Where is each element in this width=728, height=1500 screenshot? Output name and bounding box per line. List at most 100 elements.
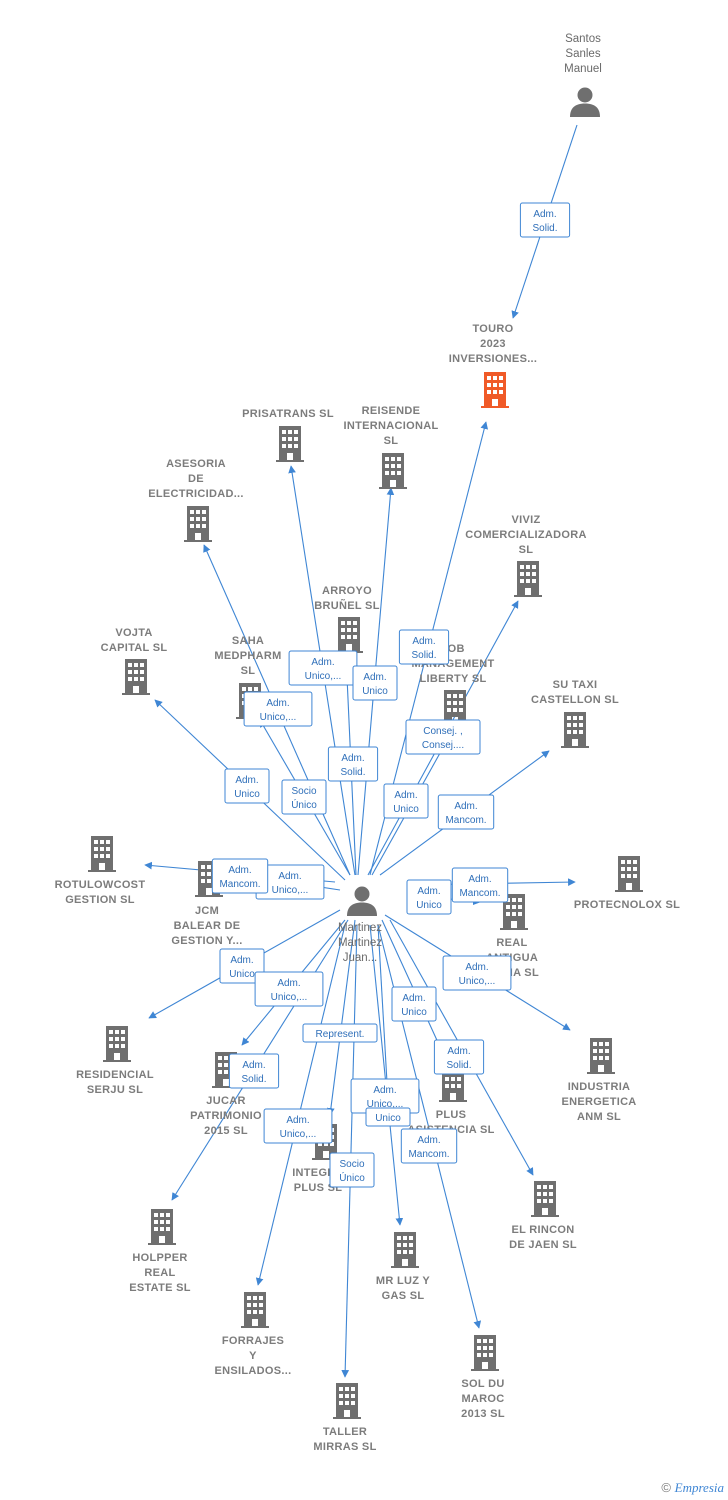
node-label-line: SL	[384, 435, 399, 447]
role-badge[interactable]: Adm.Unico,...	[288, 650, 358, 686]
node-label-line: MAROC	[461, 1393, 504, 1405]
node-label-line: SOL DU	[461, 1378, 504, 1390]
role-badge[interactable]: Adm.Solid.	[228, 1053, 280, 1089]
role-badge[interactable]: Adm.Solid.	[433, 1039, 485, 1075]
node-touro[interactable]: TOURO2023INVERSIONES...	[449, 323, 538, 408]
role-text: Adm.	[373, 1085, 396, 1096]
node-label-line: Sanles	[565, 48, 600, 60]
node-label-line: GAS SL	[382, 1290, 425, 1302]
node-industria[interactable]: INDUSTRIA ENERGETICA ANM SL	[561, 1038, 636, 1123]
building-icon	[379, 453, 407, 489]
role-badge[interactable]: Adm.Mancom.	[437, 794, 495, 830]
edge-martinez-to-forrajes	[255, 924, 346, 1286]
role-badge[interactable]: Unico	[365, 1107, 411, 1127]
role-badge[interactable]: Adm.Unico	[383, 783, 429, 819]
role-text: Unico,...	[459, 976, 496, 987]
node-label-line: INDUSTRIA	[568, 1081, 631, 1093]
building-icon	[531, 1181, 559, 1217]
role-badge[interactable]: Adm.Solid.	[519, 202, 571, 238]
role-badge[interactable]: Adm.Unico	[391, 986, 437, 1022]
node-label-line: ASESORIA	[166, 458, 226, 470]
building-icon	[103, 1026, 131, 1062]
building-icon	[471, 1335, 499, 1371]
role-badge[interactable]: Adm.Unico	[219, 948, 265, 984]
role-text: Unico,...	[367, 1099, 404, 1110]
role-badge[interactable]: Adm.Unico,...	[263, 1108, 333, 1144]
node-label-line: PROTECNOLOX SL	[574, 899, 680, 911]
node-label-line: GESTION SL	[65, 894, 135, 906]
node-label-line: ENSILADOS...	[215, 1365, 292, 1377]
role-badge-frame	[329, 1152, 375, 1188]
node-protecnolox[interactable]: PROTECNOLOX SL	[574, 856, 680, 911]
role-badge[interactable]: Adm.Unico,...	[243, 691, 313, 727]
role-text: Socio	[291, 786, 316, 797]
role-badge-frame	[211, 858, 269, 894]
node-label-line: Manuel	[564, 63, 602, 75]
node-label-line: JCM	[195, 905, 219, 917]
role-badge[interactable]: Adm.Mancom.	[211, 858, 269, 894]
role-badge[interactable]: Adm.Mancom.	[400, 1128, 458, 1164]
node-asesoria[interactable]: ASESORIADEELECTRICIDAD...	[148, 458, 244, 542]
node-label-line: REISENDE	[362, 405, 421, 417]
role-badge[interactable]: Adm.Mancom.	[451, 867, 509, 903]
node-plus[interactable]: PLUSASISTENCIA SL	[407, 1066, 494, 1136]
node-label-line: JUCAR	[206, 1095, 245, 1107]
role-badge[interactable]: Adm. Unico,...	[350, 1078, 420, 1114]
role-badge[interactable]: Represent.	[302, 1023, 378, 1043]
role-text: Unico	[375, 1113, 401, 1124]
role-badge-frame	[383, 783, 429, 819]
role-badge[interactable]: Adm.Unico	[224, 768, 270, 804]
role-badge[interactable]: Adm.Unico	[406, 879, 452, 915]
node-label-line: SL	[519, 544, 534, 556]
role-badge-frame	[224, 768, 270, 804]
copyright-icon: ©	[661, 1480, 672, 1495]
role-badge-frame	[442, 955, 512, 991]
node-label-line: SU TAXI	[553, 679, 598, 691]
node-prisatrans[interactable]: PRISATRANS SL	[242, 408, 334, 462]
node-martinez[interactable]: MartinezMartinezJuan...	[338, 886, 382, 965]
role-badge[interactable]: Adm.Solid.	[327, 746, 379, 782]
brand-logo[interactable]: Empresia	[674, 1480, 724, 1495]
role-badge-frame	[263, 1108, 333, 1144]
role-badge[interactable]: Adm.Unico,...	[442, 955, 512, 991]
role-badge[interactable]: Adm.Solid.	[398, 629, 450, 665]
role-text: Unico,...	[272, 885, 309, 896]
role-text: Adm.	[341, 753, 364, 764]
node-label-line: PATRIMONIO	[190, 1110, 262, 1122]
role-text: Represent.	[316, 1029, 365, 1040]
node-label-line: Santos	[565, 33, 601, 45]
role-text: Adm.	[417, 886, 440, 897]
role-text: Adm.	[468, 874, 491, 885]
node-forrajes[interactable]: FORRAJESYENSILADOS...	[215, 1292, 292, 1377]
role-text: Adm.	[228, 865, 251, 876]
role-badge[interactable]: Adm.Unico,...	[254, 971, 324, 1007]
role-badge[interactable]: Consej. ,Consej....	[405, 719, 481, 755]
node-label-line: ENERGETICA	[561, 1096, 636, 1108]
building-icon	[561, 712, 589, 748]
node-label-line: PRISATRANS SL	[242, 408, 334, 420]
role-text: Unico,...	[280, 1129, 317, 1140]
role-text: Solid.	[241, 1074, 266, 1085]
role-badge-frame	[437, 794, 495, 830]
node-label-line: ANM SL	[577, 1111, 621, 1123]
role-badge[interactable]: Adm.Unico	[352, 665, 398, 701]
building-icon	[148, 1209, 176, 1245]
